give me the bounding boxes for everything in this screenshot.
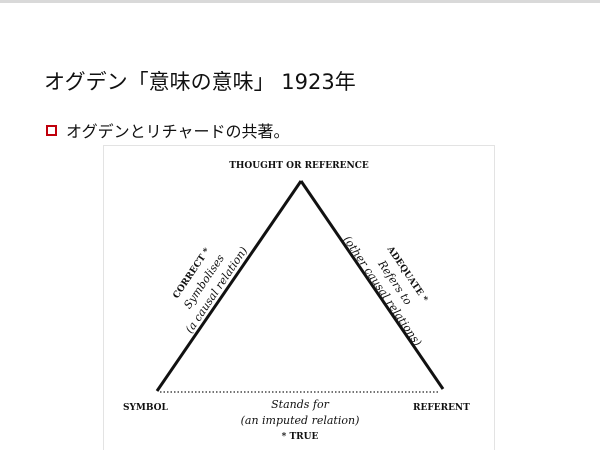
left-side-line	[155, 180, 303, 392]
apex-label: THOUGHT OR REFERENCE	[229, 161, 369, 171]
symbol-label: SYMBOL	[123, 403, 169, 413]
semantic-triangle-diagram: THOUGHT OR REFERENCE SYMBOL REFERENT COR…	[123, 161, 470, 442]
right-side-line	[299, 180, 445, 390]
square-bullet-icon	[46, 124, 57, 136]
true-tag: * TRUE	[282, 432, 319, 442]
top-rule	[0, 0, 600, 3]
stands-for-label: Stands for	[271, 398, 329, 411]
slide-title: オグデン「意味の意味」 1923年	[44, 70, 356, 94]
other-causal-relations-label: (other causal relations)	[341, 233, 425, 348]
bullet-item: オグデンとリチャードの共著。	[46, 118, 290, 142]
bullet-text: オグデンとリチャードの共著。	[66, 122, 290, 141]
referent-label: REFERENT	[413, 403, 470, 413]
imputed-relation-label: (an imputed relation)	[241, 414, 360, 427]
semantic-triangle-figure: THOUGHT OR REFERENCE SYMBOL REFERENT COR…	[103, 145, 495, 450]
right-side-annotation: ADEQUATE * Refers to (other causal relat…	[341, 233, 430, 348]
